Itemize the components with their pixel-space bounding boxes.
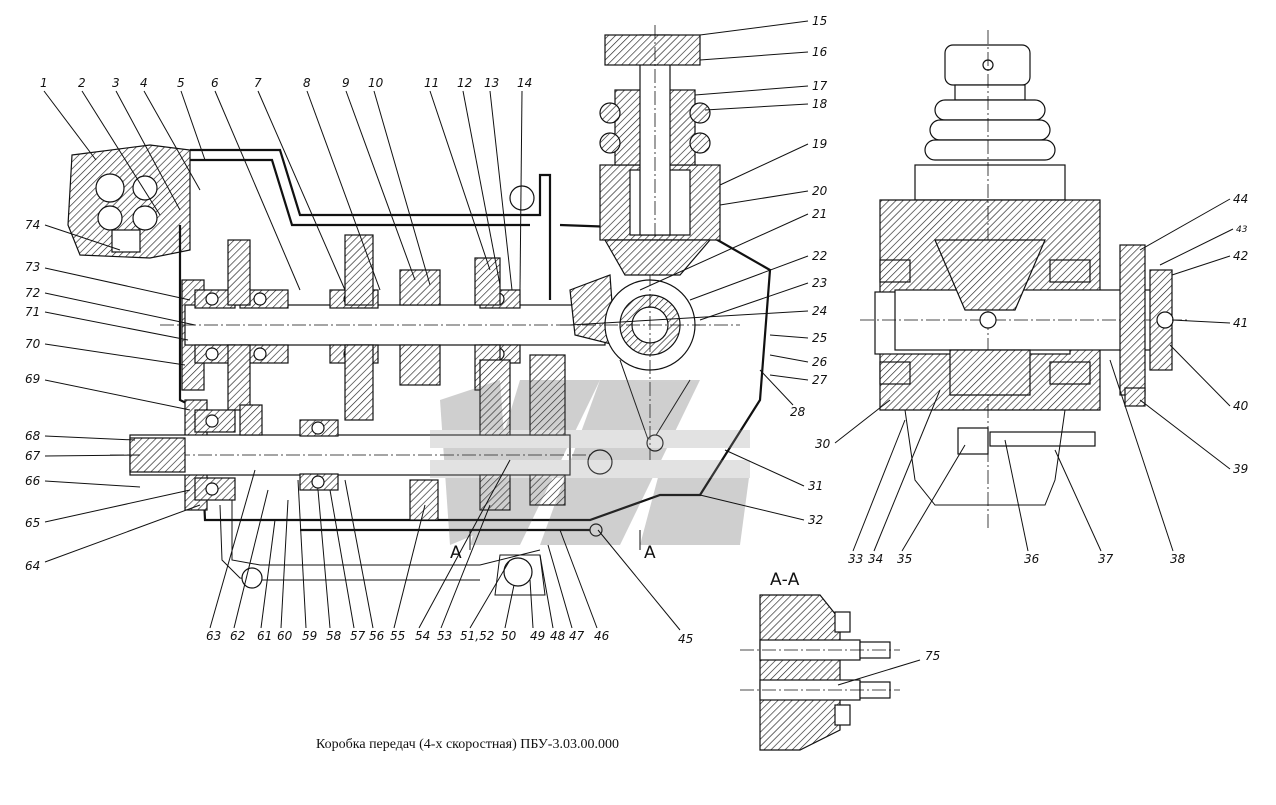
callout-11: 11 [424, 76, 439, 90]
callout-13: 13 [484, 76, 499, 90]
callout-37: 37 [1098, 552, 1114, 566]
callout-58: 58 [326, 629, 342, 643]
callout-27: 27 [812, 373, 828, 387]
callout-70: 70 [25, 337, 41, 351]
callout-21: 21 [812, 207, 827, 221]
callout-71: 71 [25, 305, 40, 319]
callout-5: 5 [177, 76, 185, 90]
watermark-logo [430, 380, 750, 545]
callout-73: 73 [25, 260, 40, 274]
callout-18: 18 [812, 97, 828, 111]
callout-61: 61 [257, 629, 272, 643]
callout-49: 49 [530, 629, 545, 643]
callout-2: 2 [78, 76, 86, 90]
callout-39: 39 [1233, 462, 1248, 476]
callout-23: 23 [812, 276, 827, 290]
callout-1: 1 [40, 76, 48, 90]
callout-75: 75 [925, 649, 940, 663]
callout-68: 68 [25, 429, 41, 443]
callout-59: 59 [302, 629, 317, 643]
callout-48: 48 [550, 629, 566, 643]
callout-54: 54 [415, 629, 430, 643]
callout-46: 46 [594, 629, 610, 643]
callout-22: 22 [812, 249, 827, 263]
callout-64: 64 [25, 559, 40, 573]
callout-67: 67 [25, 449, 41, 463]
callout-51-52: 51,52 [460, 629, 494, 643]
section-aa-view: А-А [740, 570, 921, 751]
callout-17: 17 [812, 79, 828, 93]
callout-63: 63 [206, 629, 221, 643]
callout-45: 45 [678, 632, 693, 646]
callout-7: 7 [254, 76, 262, 90]
callout-9: 9 [342, 76, 350, 90]
callout-42: 42 [1233, 249, 1248, 263]
callout-33: 33 [848, 552, 863, 566]
callout-24: 24 [812, 304, 827, 318]
callout-66: 66 [25, 474, 41, 488]
callout-47: 47 [569, 629, 585, 643]
section-markers: А А [450, 543, 656, 563]
callout-4: 4 [140, 76, 148, 90]
callout-41: 41 [1233, 316, 1248, 330]
callout-60: 60 [277, 629, 293, 643]
callout-36: 36 [1024, 552, 1040, 566]
callout-15: 15 [812, 14, 827, 28]
callout-43: 43 [1236, 225, 1248, 235]
callout-44: 44 [1233, 192, 1248, 206]
callout-12: 12 [457, 76, 472, 90]
callout-72: 72 [25, 286, 40, 300]
lower-shaft-bearings [194, 409, 339, 501]
callout-56: 56 [369, 629, 385, 643]
main-section-view [67, 25, 772, 596]
section-marker-left: А [450, 543, 462, 563]
callout-16: 16 [812, 45, 828, 59]
side-section-view [860, 30, 1190, 530]
callout-14: 14 [517, 76, 532, 90]
callout-28: 28 [790, 405, 806, 419]
callout-30: 30 [815, 437, 831, 451]
callout-57: 57 [350, 629, 366, 643]
callout-26: 26 [812, 355, 828, 369]
callout-53: 53 [437, 629, 452, 643]
callout-62: 62 [230, 629, 245, 643]
callout-74: 74 [25, 218, 40, 232]
section-marker-right: А [644, 543, 656, 563]
callout-20: 20 [812, 184, 828, 198]
section-title: А-А [770, 570, 800, 590]
callout-19: 19 [812, 137, 827, 151]
callout-31: 31 [808, 479, 823, 493]
callout-10: 10 [368, 76, 384, 90]
callout-40: 40 [1233, 399, 1249, 413]
callout-6: 6 [211, 76, 219, 90]
callout-32: 32 [808, 513, 823, 527]
callout-69: 69 [25, 372, 40, 386]
callout-8: 8 [303, 76, 311, 90]
callout-50: 50 [501, 629, 517, 643]
callout-3: 3 [112, 76, 120, 90]
callout-34: 34 [868, 552, 883, 566]
callout-labels: 1 2 3 4 5 6 7 8 9 10 11 12 13 14 15 16 1… [25, 14, 1249, 663]
drawing-caption: Коробка передач (4-х скоростная) ПБУ-3.0… [316, 737, 619, 752]
callout-25: 25 [812, 331, 827, 345]
callout-55: 55 [390, 629, 405, 643]
callout-35: 35 [897, 552, 912, 566]
callout-38: 38 [1170, 552, 1186, 566]
callout-65: 65 [25, 516, 40, 530]
